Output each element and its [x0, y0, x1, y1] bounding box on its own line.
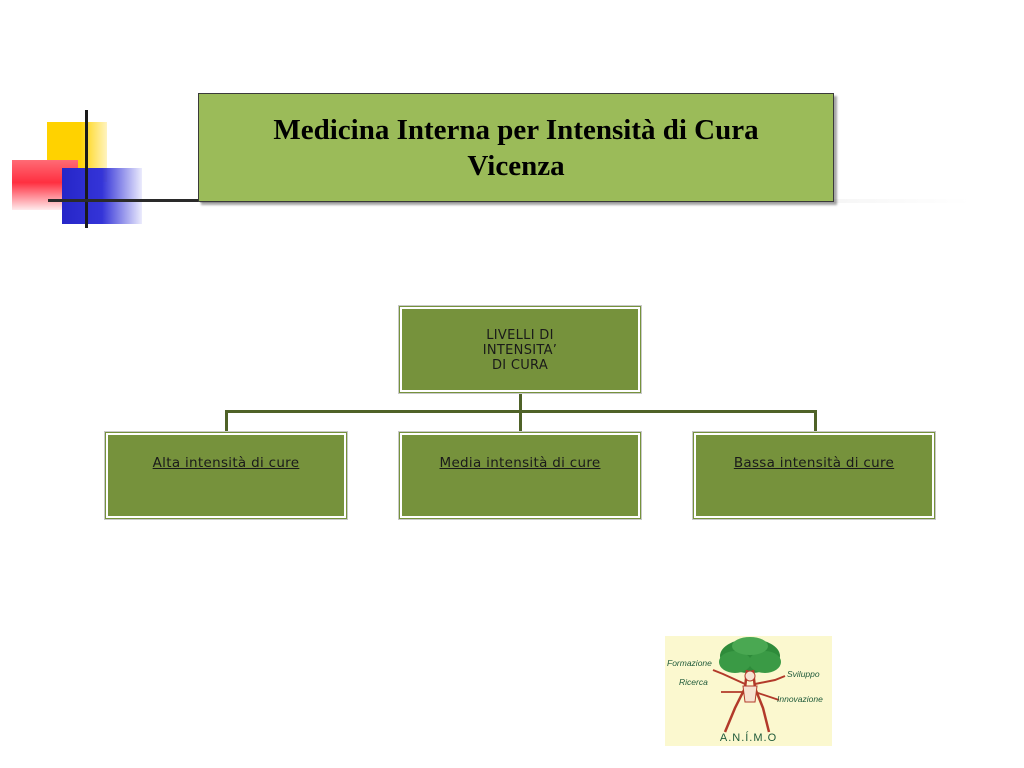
animo-logo: Formazione Ricerca Sviluppo Innovazione … — [665, 636, 832, 746]
tree-figure-icon — [712, 637, 786, 733]
decorative-horizontal-line — [48, 199, 208, 202]
diagram-node-bassa[interactable]: Bassa intensità di cure — [692, 431, 936, 520]
logo-word-ricerca: Ricerca — [679, 677, 708, 687]
slide-title-line-1: Medicina Interna per Intensità di Cura — [273, 113, 759, 146]
diagram-root-node: LIVELLI DI INTENSITA’ DI CURA — [398, 305, 642, 394]
logo-word-formazione: Formazione — [667, 658, 712, 668]
logo-word-innovazione: Innovazione — [777, 694, 823, 704]
logo-word-sviluppo: Sviluppo — [787, 669, 820, 679]
node-media-link[interactable]: Media intensità di cure — [439, 455, 601, 471]
node-alta-link[interactable]: Alta intensità di cure — [152, 455, 300, 471]
diagram-node-media[interactable]: Media intensità di cure — [398, 431, 642, 520]
root-node-line-3: DI CURA — [491, 358, 549, 373]
connector-left-drop — [225, 410, 228, 431]
connector-center-drop — [519, 410, 522, 431]
root-node-line-2: INTENSITA’ — [482, 343, 558, 358]
slide-title-line-2: Vicenza — [467, 149, 565, 182]
connector-root-stem — [519, 394, 522, 412]
node-bassa-link[interactable]: Bassa intensità di cure — [733, 455, 895, 471]
decorative-vertical-line — [85, 110, 88, 228]
decorative-blue-square — [62, 168, 142, 224]
logo-brand-text: A.N.Í.M.O — [719, 732, 778, 744]
slide-title-box: Medicina Interna per Intensità di Cura V… — [198, 93, 834, 202]
connector-right-drop — [814, 410, 817, 431]
root-node-line-1: LIVELLI DI — [486, 328, 554, 343]
diagram-node-alta[interactable]: Alta intensità di cure — [104, 431, 348, 520]
